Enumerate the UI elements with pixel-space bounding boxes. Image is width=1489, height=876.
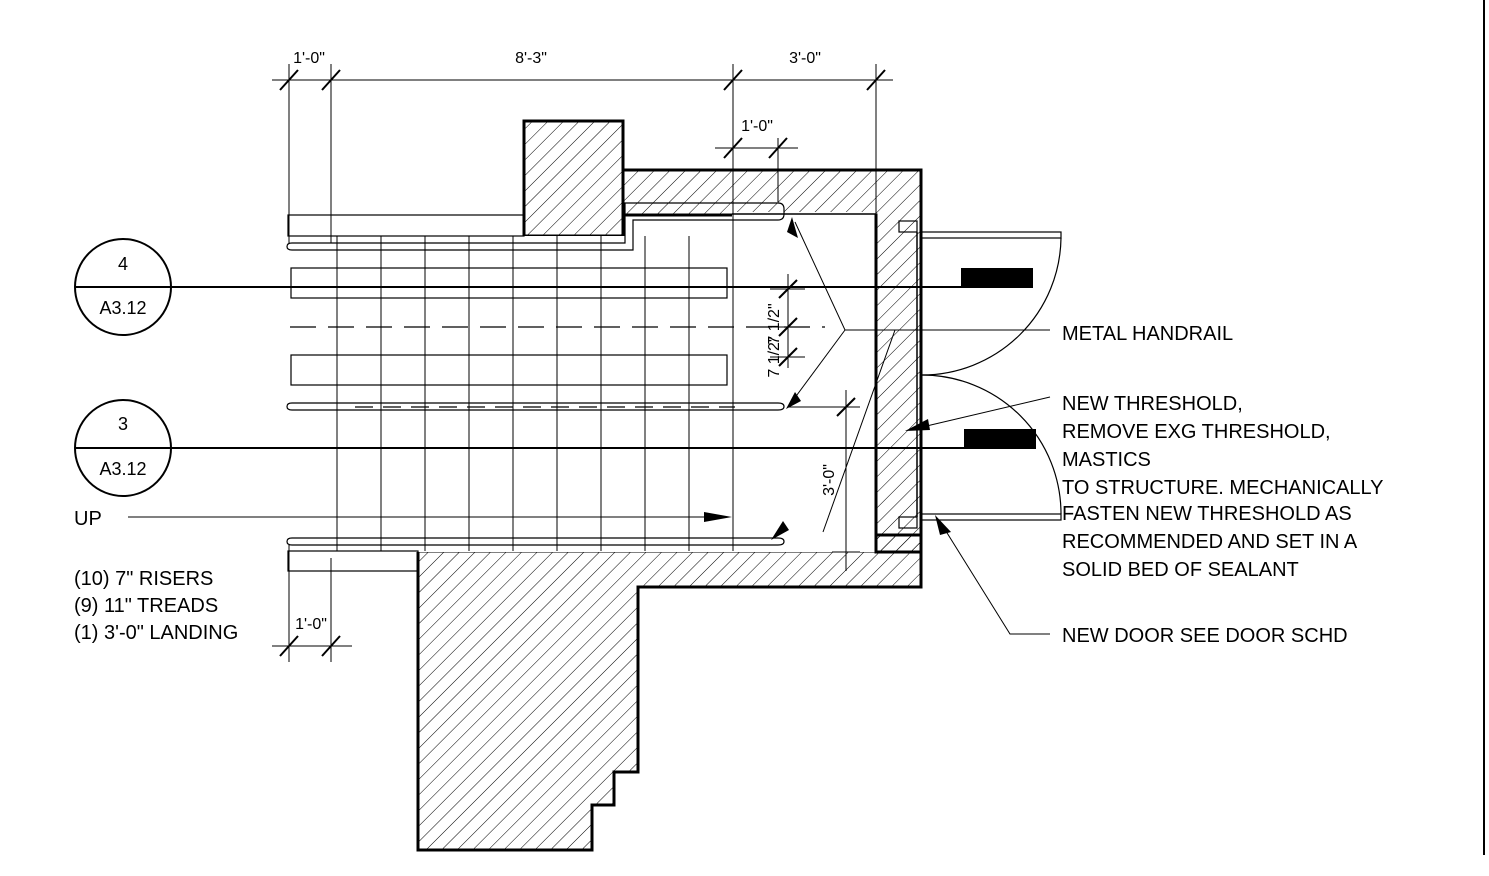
up-label: UP	[74, 508, 102, 530]
threshold-callout: NEW THRESHOLD, REMOVE EXG THRESHOLD, MAS…	[1062, 393, 1384, 581]
column-block	[522, 119, 625, 238]
handrail-callout: METAL HANDRAIL	[1062, 323, 1233, 345]
stair-note-treads: (9) 11" TREADS	[74, 595, 218, 617]
dim-top-left: 1'-0"	[293, 50, 325, 67]
threshold-line-1: NEW THRESHOLD,	[1062, 393, 1243, 415]
door-swing-bottom	[921, 374, 1062, 515]
threshold-line-4: TO STRUCTURE. MECHANICALLY	[1062, 477, 1384, 499]
threshold-line-7: SOLID BED OF SEALANT	[1062, 559, 1299, 581]
threshold-bar-top	[961, 268, 1033, 286]
stair-note-risers: (10) 7" RISERS	[74, 568, 213, 590]
door-assembly	[898, 220, 1062, 529]
section-number: 3	[118, 414, 128, 434]
section-cut-lines	[170, 286, 1036, 449]
stringer-upper	[290, 267, 728, 299]
door-jamb-bottom	[898, 516, 918, 529]
stair-floor	[330, 236, 732, 552]
section-number: 4	[118, 254, 128, 274]
section-sheet: A3.12	[99, 459, 146, 479]
threshold-line-5: FASTEN NEW THRESHOLD AS	[1062, 503, 1352, 525]
dim-riser-a: 7 1/2"	[766, 303, 783, 344]
section-marker-4[interactable]: 4 A3.12	[74, 238, 172, 336]
door-leaf-top	[920, 231, 1062, 239]
door-leaf-bottom	[920, 513, 1062, 521]
door-jamb-top	[898, 220, 918, 233]
dim-top-right: 3'-0"	[789, 50, 821, 67]
threshold-line-3: MASTICS	[1062, 449, 1151, 471]
door-swing-top	[921, 237, 1062, 376]
threshold-bar-bottom	[964, 429, 1036, 447]
door-callout: NEW DOOR SEE DOOR SCHD	[1062, 625, 1348, 647]
dim-bottom-left: 1'-0"	[295, 616, 327, 633]
dim-top-run: 8'-3"	[515, 50, 547, 67]
landing-floor	[732, 212, 876, 552]
handrail-top	[286, 202, 785, 251]
metal-handrails	[286, 202, 825, 546]
stringer-lower	[290, 354, 728, 386]
handrail-middle	[286, 402, 785, 411]
handrail-bottom	[286, 537, 785, 546]
section-sheet: A3.12	[99, 298, 146, 318]
bottom-wall	[416, 533, 923, 852]
bottom-slab-edge	[287, 550, 419, 572]
leader-arrowheads	[704, 217, 951, 540]
section-marker-3[interactable]: 3 A3.12	[74, 399, 172, 497]
existing-walls	[330, 119, 923, 852]
threshold-line-2: REMOVE EXG THRESHOLD,	[1062, 421, 1331, 443]
top-slab-edge	[287, 214, 525, 237]
dim-riser-b: 7 1/2"	[766, 336, 783, 377]
dim-landing-width: 3'-0"	[821, 464, 838, 496]
threshold-line-6: RECOMMENDED AND SET IN A	[1062, 531, 1358, 553]
dimension-lines	[272, 64, 893, 662]
stair-note-landing: (1) 3'-0" LANDING	[74, 622, 238, 644]
dim-landing-offset: 1'-0"	[741, 118, 773, 135]
leader-lines	[128, 221, 1051, 635]
